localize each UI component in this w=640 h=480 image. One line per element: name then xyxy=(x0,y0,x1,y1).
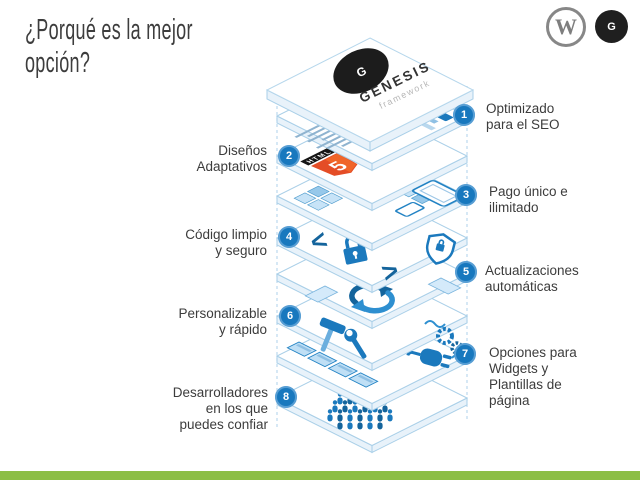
bottom-accent-bar xyxy=(0,471,640,480)
refresh-arrows-icon xyxy=(349,282,395,314)
plug-icon xyxy=(406,348,452,369)
widget-tiles-icon xyxy=(286,341,379,388)
phone-icon xyxy=(395,201,425,217)
feature-badge-2: 2 xyxy=(278,145,300,167)
feature-badge-5: 5 xyxy=(455,261,477,283)
slide-title: ¿Porqué es la mejor opción? xyxy=(25,14,193,79)
wordpress-logo-icon: W xyxy=(546,7,586,47)
feature-label-7: Opciones para Widgets y Plantillas de pá… xyxy=(489,345,577,408)
feature-label-8: Desarrolladores en los que puedes confia… xyxy=(172,385,268,432)
genesis-logo-icon: G xyxy=(595,10,628,43)
feature-label-1: Optimizado para el SEO xyxy=(486,101,560,132)
wordpress-letter: W xyxy=(555,14,577,39)
feature-label-4: Código limpio y seguro xyxy=(185,227,267,258)
tablet-icon xyxy=(411,180,465,207)
feature-label-5: Actualizaciones automáticas xyxy=(485,263,579,294)
html5-badge-icon: HTML 5 xyxy=(300,147,358,176)
feature-badge-1: 1 xyxy=(453,104,475,126)
feature-badge-7: 7 xyxy=(454,343,476,365)
shield-icon xyxy=(425,233,457,265)
genesis-disc-icon xyxy=(333,48,389,94)
feature-badge-6: 6 xyxy=(279,305,301,327)
update-tile-left xyxy=(304,285,339,303)
feature-label-6: Personalizable y rápido xyxy=(178,306,267,337)
update-tile-right xyxy=(427,277,462,295)
wrench-icon xyxy=(344,328,367,359)
feature-label-2: Diseños Adaptativos xyxy=(196,143,267,174)
genesis-top-plate: G GENESIS framework xyxy=(265,37,475,152)
genesis-tower-illustration: < > xyxy=(265,37,475,454)
genesis-letter: G xyxy=(607,20,616,33)
feature-badge-4: 4 xyxy=(278,226,300,248)
feature-label-3: Pago único e ilimitado xyxy=(489,184,568,215)
feature-badge-8: 8 xyxy=(275,386,297,408)
hammer-icon xyxy=(319,317,346,352)
feature-badge-3: 3 xyxy=(455,184,477,206)
